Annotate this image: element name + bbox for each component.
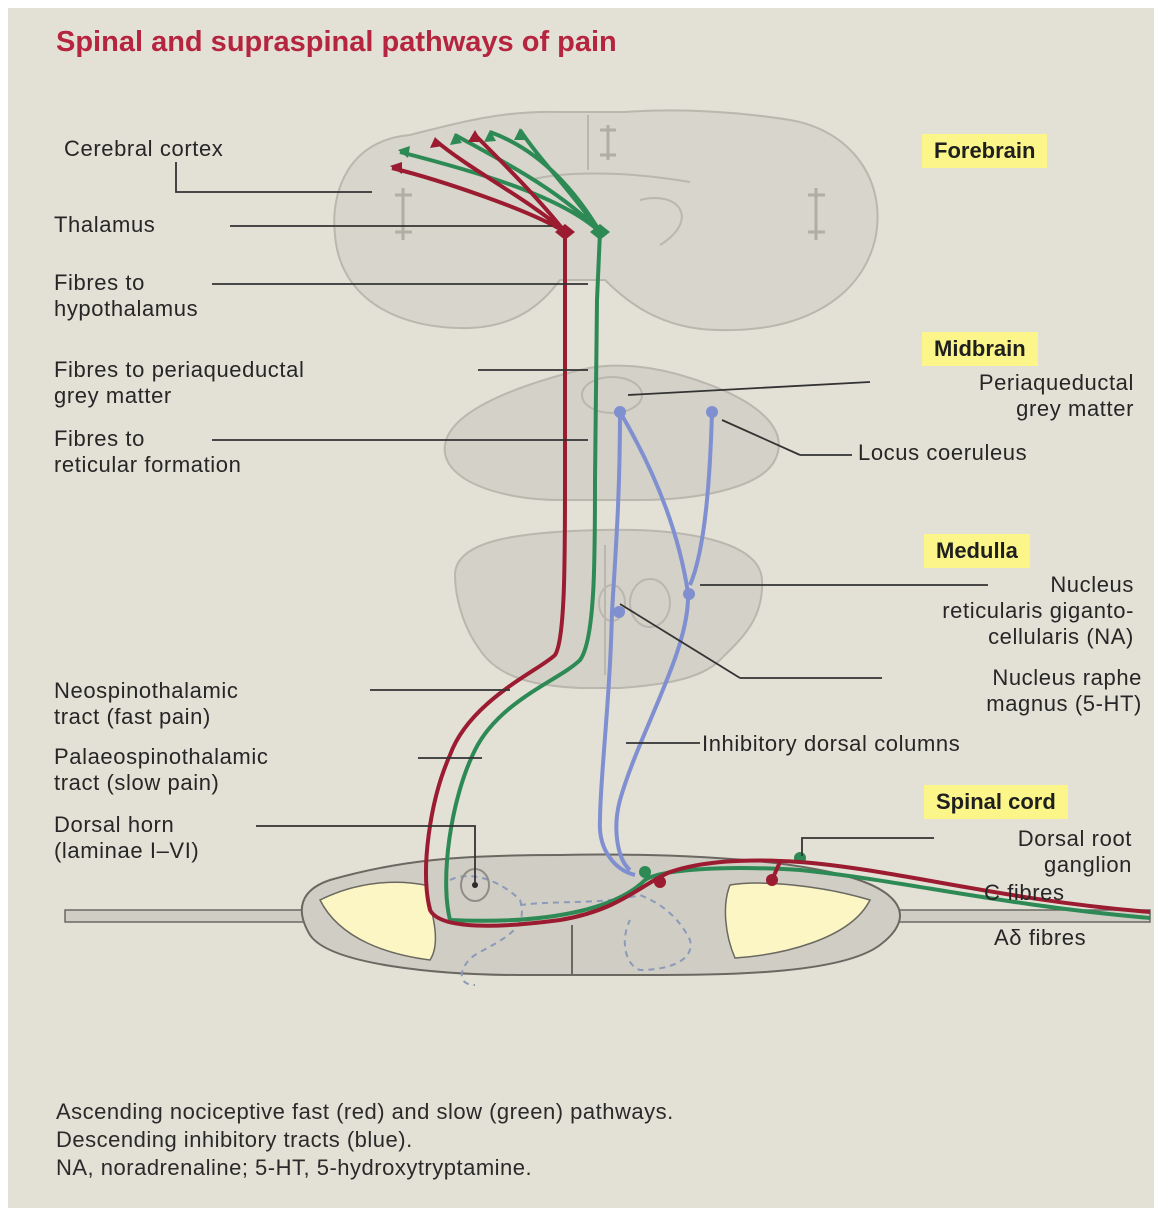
label-fibres-hypothalamus: Fibres to hypothalamus [54,270,198,322]
forebrain-section [334,110,877,330]
label-dorsal-root-ganglion: Dorsal root ganglion [1018,826,1132,878]
label-neospinothalamic: Neospinothalamic tract (fast pain) [54,678,238,730]
label-nucleus-raphe: Nucleus raphe magnus (5-HT) [986,665,1142,717]
region-spinal-cord: Spinal cord [924,785,1068,819]
caption-line-2: Descending inhibitory tracts (blue). [56,1126,674,1154]
caption-line-1: Ascending nociceptive fast (red) and slo… [56,1098,674,1126]
region-medulla: Medulla [924,534,1030,568]
label-periaqueductal-grey: Periaqueductal grey matter [979,370,1134,422]
midbrain-section [445,366,779,500]
figure-caption: Ascending nociceptive fast (red) and slo… [56,1098,674,1182]
label-cerebral-cortex: Cerebral cortex [64,136,223,162]
label-locus-coeruleus: Locus coeruleus [858,440,1027,466]
label-fibres-reticular: Fibres to reticular formation [54,426,241,478]
caption-line-3: NA, noradrenaline; 5-HT, 5-hydroxytrypta… [56,1154,674,1182]
region-forebrain: Forebrain [922,134,1047,168]
label-thalamus: Thalamus [54,212,155,238]
label-dorsal-horn: Dorsal horn (laminae I–VI) [54,812,199,864]
spinal-cord-section [65,855,1150,985]
label-c-fibres: C fibres [984,880,1065,906]
label-inhibitory-dorsal-columns: Inhibitory dorsal columns [702,731,960,757]
region-midbrain: Midbrain [922,332,1038,366]
label-palaeospinothalamic: Palaeospinothalamic tract (slow pain) [54,744,268,796]
label-fibres-periaqueductal: Fibres to periaqueductal grey matter [54,357,304,409]
label-nucleus-reticularis: Nucleus reticularis giganto- cellularis … [942,572,1134,650]
label-adelta-fibres: Aδ fibres [994,925,1086,951]
